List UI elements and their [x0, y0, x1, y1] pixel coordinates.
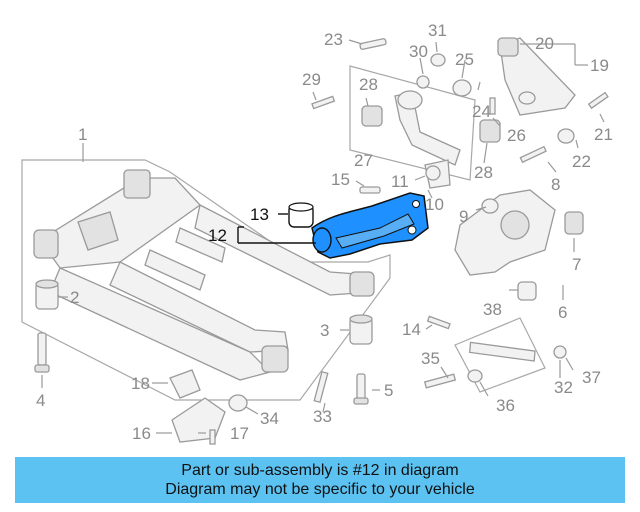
label-15: 15: [331, 170, 350, 189]
label-19: 19: [590, 56, 609, 75]
label-1: 1: [78, 125, 87, 144]
bolt-14: [426, 315, 451, 330]
label-27: 27: [354, 151, 373, 170]
label-14: 14: [402, 320, 421, 339]
bushing-3: [349, 314, 373, 345]
bolt-5: [353, 373, 369, 405]
bolt-8: [519, 145, 547, 164]
mount-18: [169, 369, 201, 399]
label-37: 37: [582, 368, 601, 387]
label-23: 23: [324, 30, 343, 49]
label-16: 16: [132, 424, 151, 443]
label-24: 24: [472, 102, 491, 121]
label-8: 8: [551, 175, 560, 194]
bushing-2: [35, 279, 59, 310]
label-36: 36: [496, 396, 515, 415]
bolt-4: [34, 332, 50, 373]
bolt-23: [359, 38, 387, 50]
label-35: 35: [421, 349, 440, 368]
label-11: 11: [391, 172, 409, 191]
label-34: 34: [260, 409, 279, 428]
label-10: 10: [425, 195, 444, 214]
trailing-arm-12: [311, 192, 429, 259]
label-29: 29: [302, 70, 321, 89]
banner-line-1: Part or sub-assembly is #12 in diagram: [181, 462, 459, 479]
rear-subframe: [21, 159, 391, 401]
label-30: 30: [409, 42, 428, 61]
label-38: 38: [483, 300, 502, 319]
bolt-33: [313, 370, 329, 404]
part-labels: 1 2 3 4 5 6 7 8 9 10 11 12 13 14 15 16 1…: [36, 21, 613, 443]
nut-31: [430, 53, 446, 67]
label-22: 22: [572, 152, 591, 171]
info-banner: Part or sub-assembly is #12 in diagram D…: [15, 457, 625, 503]
label-17: 17: [230, 424, 249, 443]
bolt-29: [311, 95, 336, 110]
leader-lines: [41, 39, 605, 434]
nut-22: [557, 128, 575, 144]
label-7: 7: [572, 255, 581, 274]
label-32: 32: [554, 378, 573, 397]
label-12: 12: [208, 226, 227, 245]
nut-11: [425, 165, 441, 181]
banner-line-2: Diagram may not be specific to your vehi…: [165, 481, 475, 498]
label-6: 6: [558, 303, 567, 322]
mount-16: [171, 397, 226, 443]
label-26: 26: [507, 126, 526, 145]
label-28a: 28: [359, 75, 378, 94]
washer-37: [553, 345, 567, 359]
label-9: 9: [459, 207, 468, 226]
bushing-13: [288, 202, 314, 228]
bushing-38: [517, 281, 537, 301]
label-18: 18: [131, 374, 150, 393]
bolt-35: [423, 373, 457, 389]
upper-arm-group: [349, 65, 501, 181]
label-4: 4: [36, 391, 45, 410]
label-13: 13: [250, 205, 269, 224]
bushing-25: [452, 79, 472, 97]
bolt-21: [587, 91, 609, 110]
control-arm-19: [497, 37, 576, 116]
label-21: 21: [594, 125, 613, 144]
label-20: 20: [535, 34, 554, 53]
bolt-26: [489, 97, 496, 115]
label-28b: 28: [474, 163, 493, 182]
label-2: 2: [70, 288, 79, 307]
label-25: 25: [455, 50, 474, 69]
label-5: 5: [384, 381, 393, 400]
nut-36: [467, 369, 483, 383]
knuckle-6: [454, 189, 584, 276]
label-3: 3: [320, 321, 329, 340]
label-33: 33: [313, 407, 332, 426]
nut-34: [228, 394, 248, 412]
link-32: [454, 317, 546, 393]
label-31: 31: [428, 21, 447, 40]
bolt-17: [209, 429, 216, 445]
bolt-15: [359, 186, 381, 194]
washer-30: [416, 75, 430, 89]
